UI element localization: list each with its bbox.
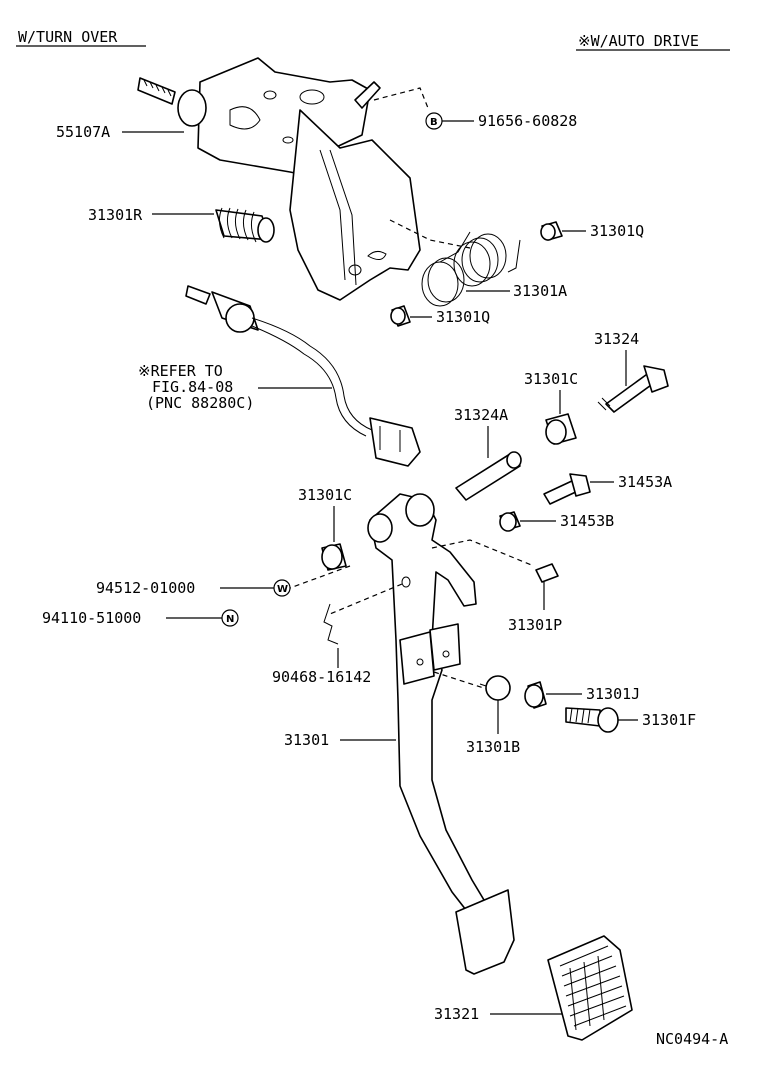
stopper-31301B xyxy=(479,675,511,701)
spring-31301A xyxy=(421,231,521,307)
cushion-31301J xyxy=(524,681,547,709)
collar-31324A xyxy=(455,451,522,501)
label-31301A: 31301A xyxy=(513,282,567,300)
label-94110-51000: 94110-51000 xyxy=(42,609,141,627)
label-31301F: 31301F xyxy=(642,711,696,729)
bolt-31301F xyxy=(565,707,619,733)
label-refer-line3: (PNC 88280C) xyxy=(146,394,254,412)
header-auto-drive: ※W/AUTO DRIVE xyxy=(578,32,699,50)
pedal-pad-31321 xyxy=(547,935,633,1041)
marker-w xyxy=(273,579,291,597)
pin-90468-16142 xyxy=(323,603,339,645)
label-90468-16142: 90468-16142 xyxy=(272,668,371,686)
label-refer-line2: FIG.84-08 xyxy=(152,378,233,396)
label-refer-line1: ※REFER TO xyxy=(138,362,223,380)
bushing-31301Q-top xyxy=(540,221,563,241)
bushing-31301C-left xyxy=(321,543,347,571)
stop-lamp-switch xyxy=(185,285,421,467)
marker-b-text: B xyxy=(430,117,438,128)
marker-n-text: N xyxy=(226,614,234,625)
pedal-arm-31301 xyxy=(367,493,515,975)
marker-n xyxy=(221,609,239,627)
label-31301J: 31301J xyxy=(586,685,640,703)
label-31324: 31324 xyxy=(594,330,639,348)
bushing-31301C-right xyxy=(545,413,577,445)
label-31321: 31321 xyxy=(434,1005,479,1023)
label-31301C-left: 31301C xyxy=(298,486,352,504)
label-31301C-right: 31301C xyxy=(524,370,578,388)
bushing-31301Q-bottom xyxy=(390,305,411,327)
bolt-31453A xyxy=(543,473,591,505)
pedal-bracket xyxy=(137,57,421,301)
label-31301P: 31301P xyxy=(508,616,562,634)
header-turn-over: W/TURN OVER xyxy=(18,28,118,46)
label-31453A: 31453A xyxy=(618,473,672,491)
label-31301Q-bottom: 31301Q xyxy=(436,308,490,326)
label-31301R: 31301R xyxy=(88,206,143,224)
bolt-31324 xyxy=(597,365,669,413)
diagram-code: NC0494-A xyxy=(656,1030,728,1048)
clip-31301P xyxy=(535,563,559,583)
label-31301Q-top: 31301Q xyxy=(590,222,644,240)
bushing-31301R xyxy=(215,207,275,243)
label-55107A: 55107A xyxy=(56,123,110,141)
label-91656-60828: 91656-60828 xyxy=(478,112,577,130)
label-31301B: 31301B xyxy=(466,738,520,756)
label-94512-01000: 94512-01000 xyxy=(96,579,195,597)
nut-31453B xyxy=(499,511,521,532)
marker-w-text: W xyxy=(277,584,288,595)
label-31324A: 31324A xyxy=(454,406,508,424)
label-31453B: 31453B xyxy=(560,512,614,530)
label-31301: 31301 xyxy=(284,731,329,749)
